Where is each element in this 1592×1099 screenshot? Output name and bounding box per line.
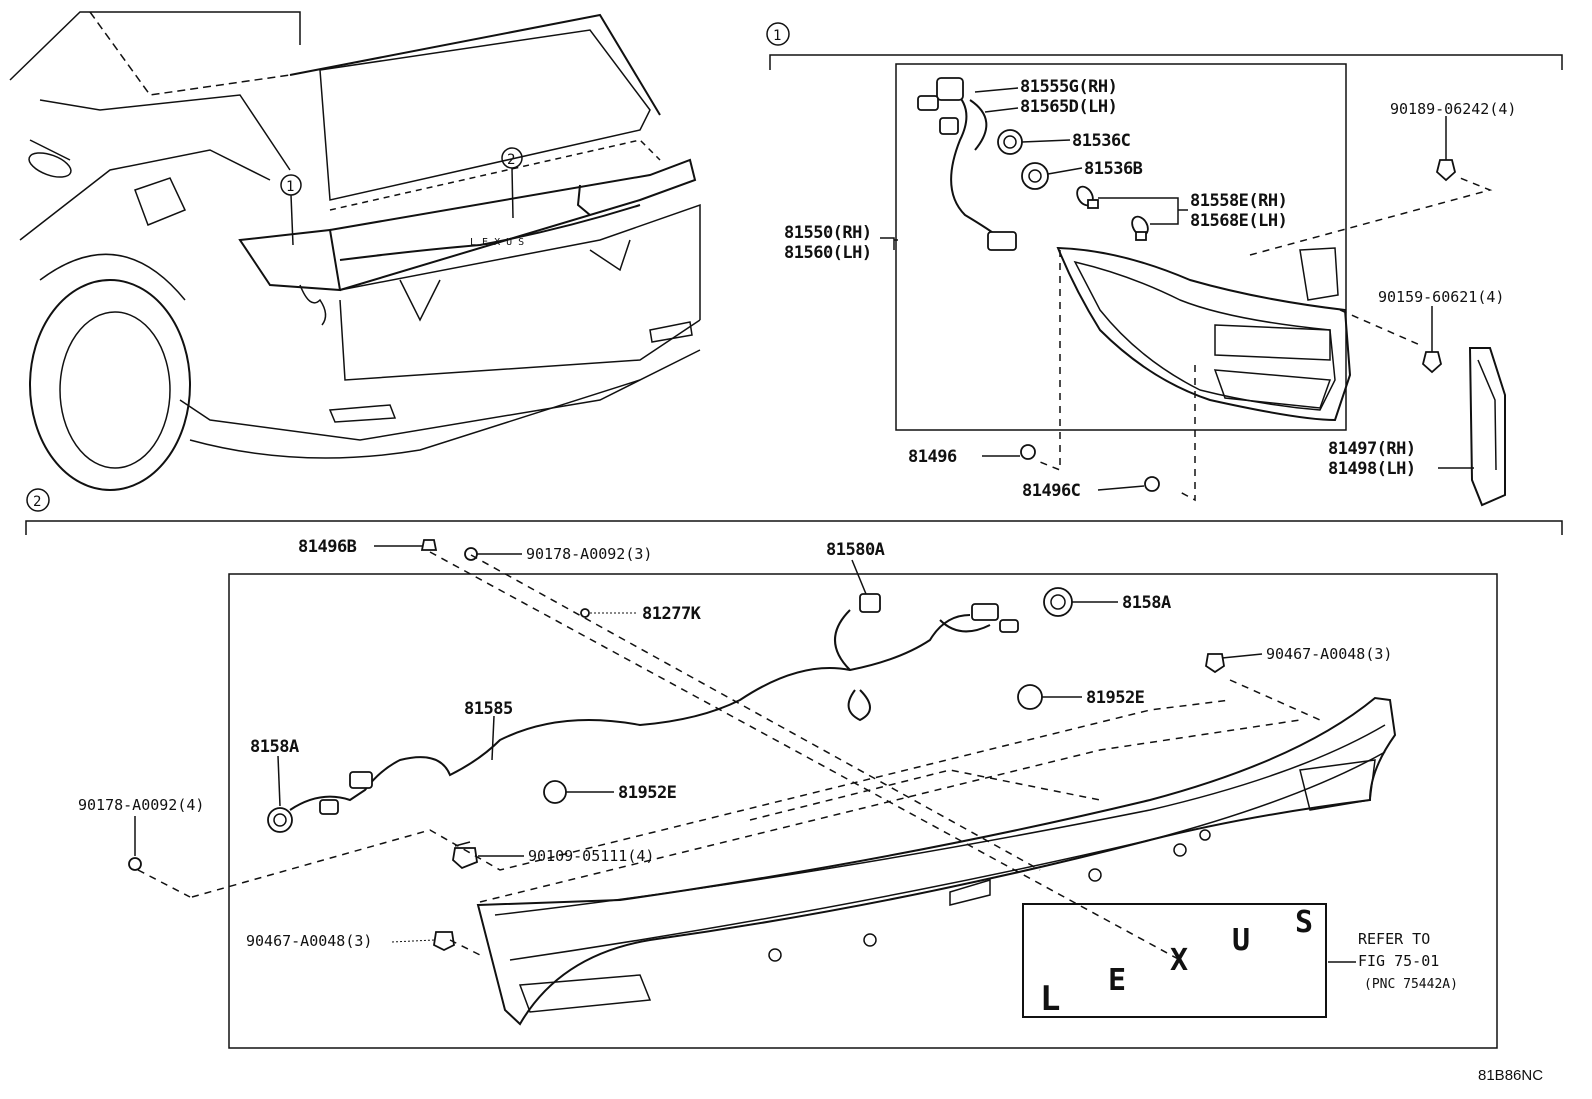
back-door-garnish xyxy=(476,696,1397,1026)
refer-note-line1: REFER TO xyxy=(1358,930,1430,948)
tail-lamp-lens xyxy=(1056,246,1352,422)
vehicle-callout-1: 1 xyxy=(280,174,302,246)
clip-90178-top-icon xyxy=(464,547,478,561)
clip-81277K-icon xyxy=(580,608,590,618)
emblem-letter-U: U xyxy=(1232,923,1250,958)
label-socket-rh: 81555G(RH) xyxy=(1020,77,1117,97)
svg-text:1: 1 xyxy=(773,28,781,44)
grommet-81952E-right-icon xyxy=(1017,684,1043,710)
label-bulb-rh: 81558E(RH) xyxy=(1190,191,1287,211)
label-81585: 81585 xyxy=(464,699,513,719)
svg-text:2: 2 xyxy=(33,494,41,510)
section-2-marker: 2 xyxy=(26,488,50,512)
label-socket-lh: 81565D(LH) xyxy=(1020,97,1117,117)
bulb-small-icon xyxy=(1076,185,1099,209)
label-screw-90189: 90189-06242(4) xyxy=(1390,100,1516,118)
label-81496B: 81496B xyxy=(298,537,357,557)
screw-90159-icon xyxy=(1421,338,1443,374)
label-81952E-left: 81952E xyxy=(618,783,677,803)
nut-81496C-icon xyxy=(1144,476,1160,492)
label-bolt-90109: 90109-05111(4) xyxy=(528,847,654,865)
label-bracket-lh: 81498(LH) xyxy=(1328,459,1416,479)
clip-90178-left-icon xyxy=(128,857,142,871)
diagram-code: 81B86NC xyxy=(1478,1067,1543,1084)
vehicle-callout-2: 2 xyxy=(501,147,523,219)
label-81496C: 81496C xyxy=(1022,481,1080,501)
socket-8158A-left-icon xyxy=(267,807,293,833)
svg-text:2: 2 xyxy=(507,152,515,168)
lamp-socket-harness xyxy=(917,77,1017,251)
clip-81496B-icon xyxy=(420,539,438,551)
grommet-81952E-left-icon xyxy=(543,780,567,804)
vehicle-rear-illustration: L E X U S xyxy=(9,11,701,491)
label-8158A-left: 8158A xyxy=(250,737,299,757)
label-assembly-rh: 81550(RH) xyxy=(784,223,872,243)
section-1-bracket xyxy=(769,54,1563,70)
label-81536B: 81536B xyxy=(1084,159,1143,179)
lamp-assembly-box xyxy=(895,63,1347,431)
emblem-reference-box: L E X U S xyxy=(1022,903,1327,1019)
section-1-marker: 1 xyxy=(766,22,790,46)
label-81536C: 81536C xyxy=(1072,131,1130,151)
screw-90467-right-icon xyxy=(1205,653,1225,674)
emblem-letter-S: S xyxy=(1295,905,1313,940)
label-screw-90467-left: 90467-A0048(3) xyxy=(246,932,372,950)
label-screw-90159: 90159-60621(4) xyxy=(1378,288,1504,306)
screw-90467-left-icon xyxy=(433,931,455,952)
socket-81536B-icon xyxy=(1021,162,1049,190)
label-81277K: 81277K xyxy=(642,604,702,624)
label-81952E-right: 81952E xyxy=(1086,688,1145,708)
emblem-letter-X: X xyxy=(1170,943,1188,978)
label-8158A-right: 8158A xyxy=(1122,593,1171,613)
svg-text:1: 1 xyxy=(286,179,294,195)
screw-90189-icon xyxy=(1435,148,1457,182)
label-bracket-rh: 81497(RH) xyxy=(1328,439,1416,459)
socket-8158A-right-icon xyxy=(1043,587,1073,617)
emblem-letter-L: L xyxy=(1040,979,1060,1019)
label-screw-90467-right: 90467-A0048(3) xyxy=(1266,645,1392,663)
emblem-letter-E: E xyxy=(1108,963,1126,998)
garnish-assembly-box xyxy=(228,573,1498,1049)
bulb-small-icon-2 xyxy=(1131,215,1149,241)
refer-note-line3: (PNC 75442A) xyxy=(1364,977,1458,992)
label-81580A: 81580A xyxy=(826,540,885,560)
label-clip-90178-left: 90178-A0092(4) xyxy=(78,796,204,814)
socket-81536C-icon xyxy=(997,129,1023,155)
refer-note-line2: FIG 75-01 xyxy=(1358,952,1439,970)
label-clip-90178-top: 90178-A0092(3) xyxy=(526,545,652,563)
label-bulb-lh: 81568E(LH) xyxy=(1190,211,1287,231)
section-2-bracket xyxy=(25,520,1563,535)
tailgate-emblem: L E X U S xyxy=(470,237,524,248)
bracket-81497-icon xyxy=(1468,347,1506,507)
label-81496: 81496 xyxy=(908,447,957,467)
rear-harness xyxy=(289,593,1019,815)
nut-81496-icon xyxy=(1020,444,1036,460)
label-assembly-lh: 81560(LH) xyxy=(784,243,872,263)
